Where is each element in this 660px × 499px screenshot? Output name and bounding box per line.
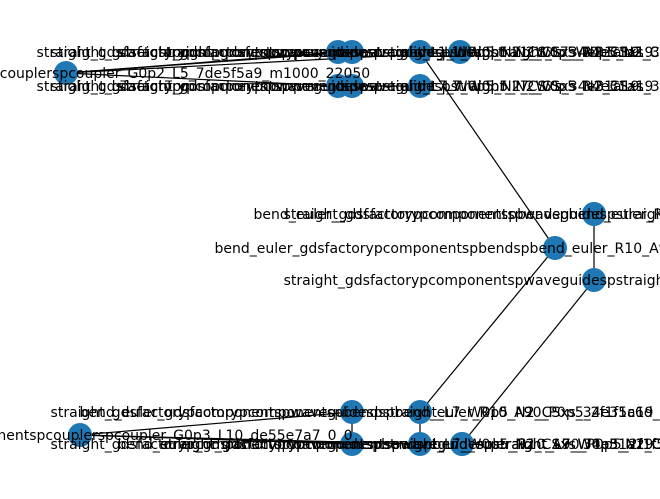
graph-edge — [419, 247, 556, 413]
graph-node — [582, 202, 606, 226]
graph-edge — [65, 72, 339, 87]
graph-node — [408, 432, 432, 456]
graph-edge — [79, 411, 353, 436]
graph-node — [582, 268, 606, 292]
node-label: straight_gdsfactorypcomponentspwaveguide… — [284, 273, 660, 289]
graph-node — [340, 432, 364, 456]
node-label: straight_gdsfactorypcomponentspwaveguide… — [37, 45, 640, 61]
graph-edge — [419, 51, 556, 249]
node-label: coupler_gdsfactorypcomponentspcouplerspc… — [0, 66, 370, 82]
node-label: bend_euler_gdsfactorypcomponentspbendspb… — [117, 437, 660, 453]
graph-edge — [461, 279, 595, 445]
node-label: straight_gdsfactorypcomponentspwaveguide… — [284, 207, 660, 223]
graph-node — [448, 40, 472, 64]
graph-node — [450, 432, 474, 456]
node-label: straight_gdsfactorypcomponentspwaveguide… — [119, 79, 660, 95]
node-label: coupler_gdsfactorypcomponentspcouplerspc… — [0, 428, 352, 444]
graph-node — [543, 236, 567, 260]
graph-node — [340, 40, 364, 64]
node-label: straight_gdsfactorypcomponentspwaveguide… — [161, 437, 660, 453]
node-label: bend_euler_gdsfactorypcomponentspbendspb… — [253, 207, 660, 223]
node-label: straight_gdsfactorypcomponentspwaveguide… — [161, 437, 660, 453]
graph-node — [408, 400, 432, 424]
graph-node — [408, 40, 432, 64]
graph-nodes — [54, 40, 606, 456]
node-label: straight_gdsfactorypcomponentspwaveguide… — [119, 45, 660, 61]
graph-node — [408, 74, 432, 98]
graph-node — [340, 400, 364, 424]
node-label: straight_gdsfactorypcomponentspwaveguide… — [51, 405, 654, 421]
graph-node — [340, 74, 364, 98]
graph-edge — [65, 51, 353, 74]
graph-labels: straight_gdsfactorypcomponentspwaveguide… — [0, 45, 660, 453]
node-label: straight_gdsfactorypcomponentspwaveguide… — [51, 79, 654, 95]
node-label: bend_euler_gdsfactorypcomponentspbendspb… — [214, 241, 660, 257]
node-label: bend_euler_gdsfactorypcomponentspbendspb… — [79, 405, 660, 421]
graph-node — [68, 423, 92, 447]
node-label: straight_gdsfactorypcomponentspwaveguide… — [51, 45, 654, 61]
node-label: straight_gdsfactorypcomponentspwaveguide… — [159, 45, 660, 61]
node-label: straight_gdsfactorypcomponentspwaveguide… — [51, 437, 654, 453]
graph-edge — [79, 434, 353, 445]
node-label: straight_gdsfactorypcomponentspwaveguide… — [37, 79, 640, 95]
graph-node — [54, 61, 78, 85]
graph-edge — [65, 51, 461, 74]
